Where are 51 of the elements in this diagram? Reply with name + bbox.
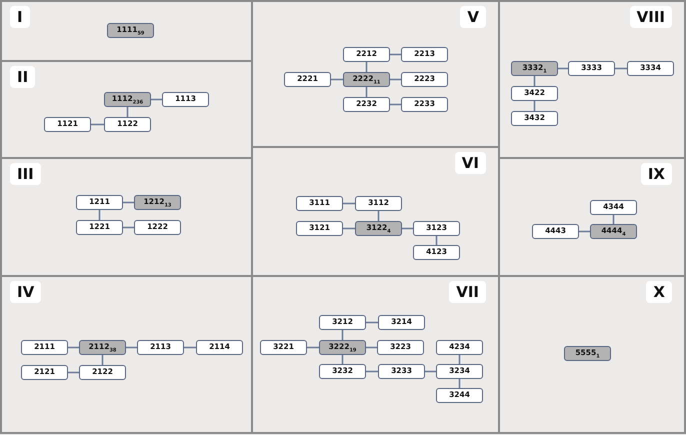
panel-number: VIII (630, 6, 672, 28)
panel-number: I (10, 6, 30, 28)
connector-line (366, 87, 368, 97)
connector-line (123, 202, 134, 204)
connector-line (425, 370, 436, 372)
connector-line (331, 78, 343, 80)
connector-line (102, 355, 104, 365)
connector-line (534, 76, 536, 86)
connector-line (390, 54, 401, 56)
connector-line (126, 107, 128, 117)
panel-number: V (460, 6, 486, 28)
connector-line (126, 346, 137, 348)
connector-line (366, 346, 377, 348)
connector-line (436, 236, 438, 245)
connector-line (402, 228, 413, 230)
panel (0, 275, 253, 434)
panel-number: II (10, 66, 36, 88)
connector-line (98, 210, 100, 220)
connector-line (91, 124, 104, 126)
connector-line (307, 346, 319, 348)
panel (0, 0, 253, 62)
panel (498, 275, 686, 434)
connector-line (366, 322, 378, 324)
connector-line (378, 211, 380, 221)
connector-line (390, 104, 401, 106)
connector-line (151, 98, 162, 100)
connector-line (534, 101, 536, 111)
panel-number: III (10, 163, 41, 185)
panel-number: IX (640, 163, 672, 185)
connector-line (579, 230, 590, 232)
connector-line (343, 202, 355, 204)
connector-line (184, 346, 196, 348)
connector-line (342, 355, 344, 364)
connector-line (390, 78, 401, 80)
connector-line (612, 215, 614, 224)
connector-line (458, 379, 460, 388)
connector-line (343, 228, 355, 230)
connector-line (123, 226, 134, 228)
panel-number: VI (454, 152, 486, 174)
connector-line (558, 68, 568, 70)
connector-line (68, 372, 79, 374)
connector-line (68, 346, 79, 348)
connector-line (458, 355, 460, 364)
connector-line (366, 62, 368, 72)
panel-number: VII (449, 281, 486, 303)
connector-line (366, 370, 378, 372)
panel (498, 0, 686, 159)
panel-number: X (646, 281, 672, 303)
panel-number: IV (10, 281, 42, 303)
connector-line (615, 68, 627, 70)
connector-line (342, 330, 344, 340)
